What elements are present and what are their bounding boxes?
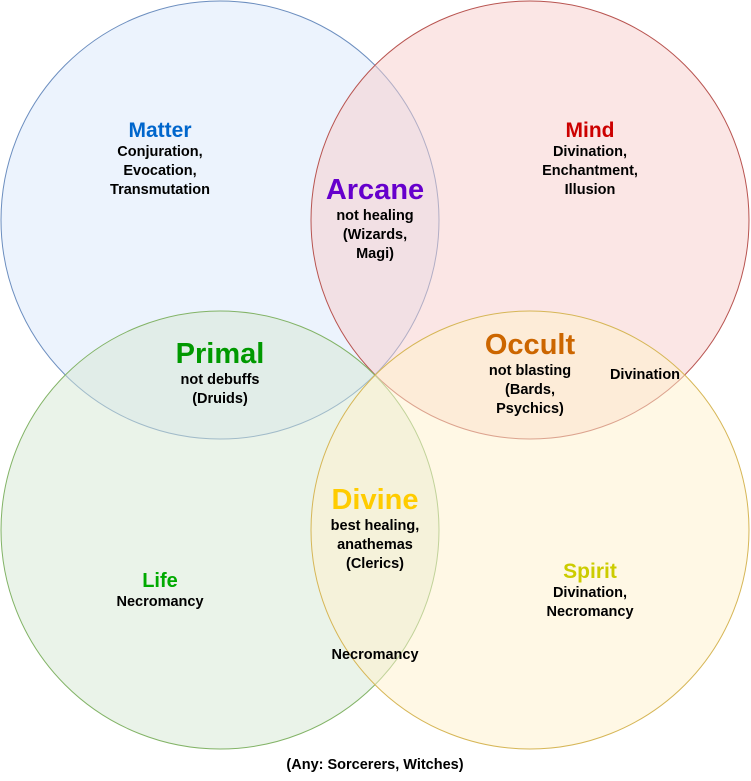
- divine-label: Divine best healing, anathemas (Clerics): [295, 484, 455, 574]
- arcane-description: not healing (Wizards, Magi): [336, 208, 414, 262]
- footer-note: (Any: Sorcerers, Witches): [286, 757, 464, 773]
- arcane-title: Arcane: [325, 174, 425, 206]
- matter-label: Matter Conjuration, Evocation, Transmuta…: [80, 119, 240, 200]
- life-spirit-overlap-note: Necromancy: [331, 647, 419, 663]
- spirit-schools: Divination, Necromancy: [546, 585, 634, 620]
- primal-title: Primal: [175, 338, 265, 370]
- life-label: Life Necromancy: [80, 569, 240, 612]
- matter-schools: Conjuration, Evocation, Transmutation: [110, 144, 210, 198]
- life-schools: Necromancy: [116, 594, 204, 610]
- occult-description: not blasting (Bards, Psychics): [488, 363, 572, 417]
- spirit-circle: [310, 310, 750, 750]
- divine-title: Divine: [331, 484, 419, 516]
- occult-title: Occult: [484, 329, 576, 361]
- primal-label: Primal not debuffs (Druids): [140, 338, 300, 409]
- mind-label: Mind Divination, Enchantment, Illusion: [510, 119, 670, 200]
- mind-schools: Divination, Enchantment, Illusion: [542, 144, 638, 198]
- matter-title: Matter: [128, 119, 192, 142]
- occult-label: Occult not blasting (Bards, Psychics): [450, 329, 610, 419]
- divine-description: best healing, anathemas (Clerics): [330, 518, 420, 572]
- primal-description: not debuffs (Druids): [180, 372, 260, 407]
- mind-title: Mind: [565, 119, 615, 142]
- mind-spirit-overlap-note: Divination: [609, 367, 681, 383]
- spirit-title: Spirit: [563, 560, 617, 583]
- arcane-label: Arcane not healing (Wizards, Magi): [295, 174, 455, 264]
- life-title: Life: [142, 570, 178, 592]
- spirit-label: Spirit Divination, Necromancy: [510, 560, 670, 622]
